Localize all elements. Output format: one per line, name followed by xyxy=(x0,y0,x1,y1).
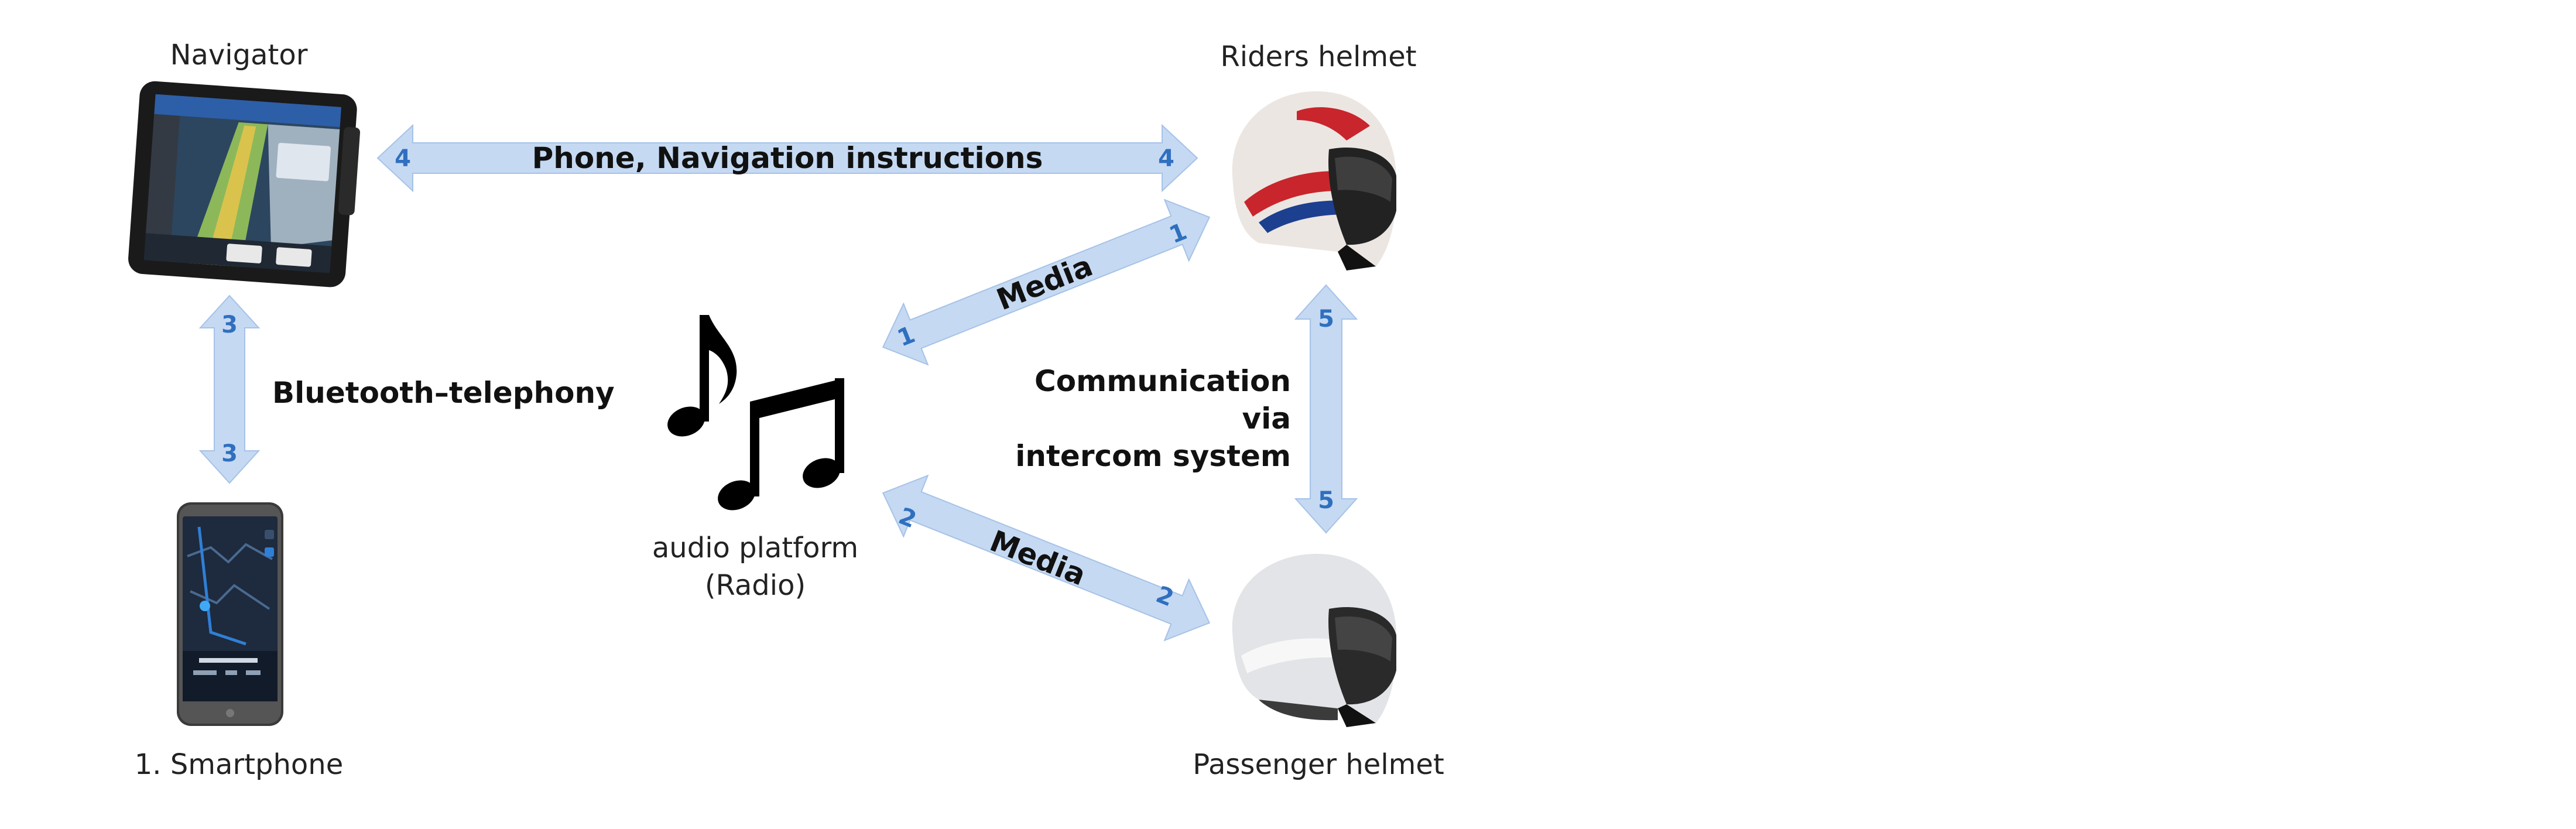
num-nav-phone-end: 3 xyxy=(221,440,238,467)
riders-helmet-label: Riders helmet xyxy=(1220,40,1416,73)
label-communication: Communication xyxy=(1034,364,1291,398)
num-rider-passenger-end: 5 xyxy=(1318,487,1334,514)
smartphone-label: 1. Smartphone xyxy=(135,748,343,781)
arrow-riders-passenger-helmet xyxy=(1294,284,1358,534)
smartphone-icon xyxy=(177,502,283,726)
arrow-navigator-smartphone xyxy=(198,294,261,484)
num-nav-rider-start: 4 xyxy=(395,145,411,172)
label-media-passenger: Media xyxy=(985,524,1091,592)
helmet-icon xyxy=(1232,91,1397,271)
label-bluetooth-telephony: Bluetooth–telephony xyxy=(272,376,615,410)
label-communication-intercom: intercom system xyxy=(1015,439,1291,473)
navigator-label: Navigator xyxy=(170,39,308,71)
arrow-navigator-riders-helmet xyxy=(376,124,1198,193)
passenger-helmet-label: Passenger helmet xyxy=(1193,748,1444,781)
arrow-audio-riders-helmet xyxy=(882,198,1211,366)
label-phone-navigation-instructions: Phone, Navigation instructions xyxy=(532,141,1043,175)
gps-navigator-icon xyxy=(128,81,361,287)
helmet-icon xyxy=(1232,553,1397,727)
arrow-audio-passenger-helmet xyxy=(882,474,1211,642)
num-rider-passenger-start: 5 xyxy=(1318,306,1334,333)
num-nav-phone-start: 3 xyxy=(221,311,238,338)
audio-platform-label: audio platform xyxy=(652,532,858,564)
music-notes-icon xyxy=(667,315,844,511)
label-media-rider: Media xyxy=(992,249,1097,317)
audio-platform-sublabel: (Radio) xyxy=(705,569,806,602)
num-nav-rider-end: 4 xyxy=(1158,145,1174,172)
label-communication-via: via xyxy=(1242,402,1291,436)
